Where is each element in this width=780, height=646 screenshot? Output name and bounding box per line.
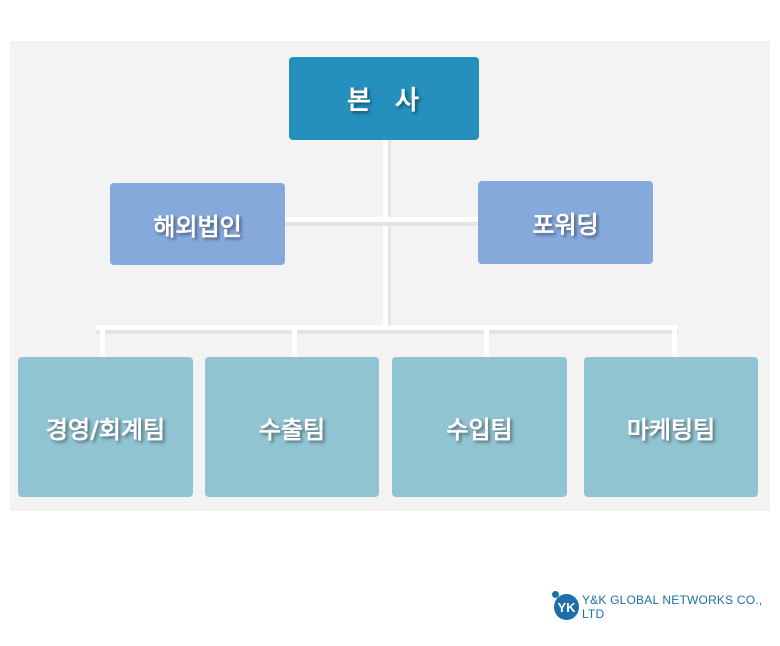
connector-team-1 [100, 325, 105, 357]
node-team-marketing: 마케팅팀 [584, 357, 758, 497]
connector-team-2 [292, 325, 297, 357]
company-name: Y&K GLOBAL NETWORKS CO., LTD [581, 593, 763, 621]
node-overseas-subsidiary: 해외법인 [110, 183, 285, 265]
connector-branches [284, 217, 480, 222]
connector-team-3 [484, 325, 489, 357]
connector-root-trunk [383, 140, 388, 328]
company-logo: YK Y&K GLOBAL NETWORKS CO., LTD [552, 591, 780, 621]
node-team-export: 수출팀 [205, 357, 379, 497]
yk-logo-icon: YK [552, 591, 579, 620]
connector-team-4 [672, 325, 677, 357]
node-team-management-accounting: 경영/회계팀 [18, 357, 193, 497]
node-team-import: 수입팀 [392, 357, 567, 497]
node-headquarters: 본 사 [289, 57, 479, 140]
connector-branch-shadow [284, 221, 480, 226]
connector-teams [96, 325, 678, 330]
connector-teams-shadow [96, 329, 678, 334]
connector-root-trunk-shadow [386, 140, 391, 330]
node-forwarding: 포워딩 [478, 181, 653, 264]
